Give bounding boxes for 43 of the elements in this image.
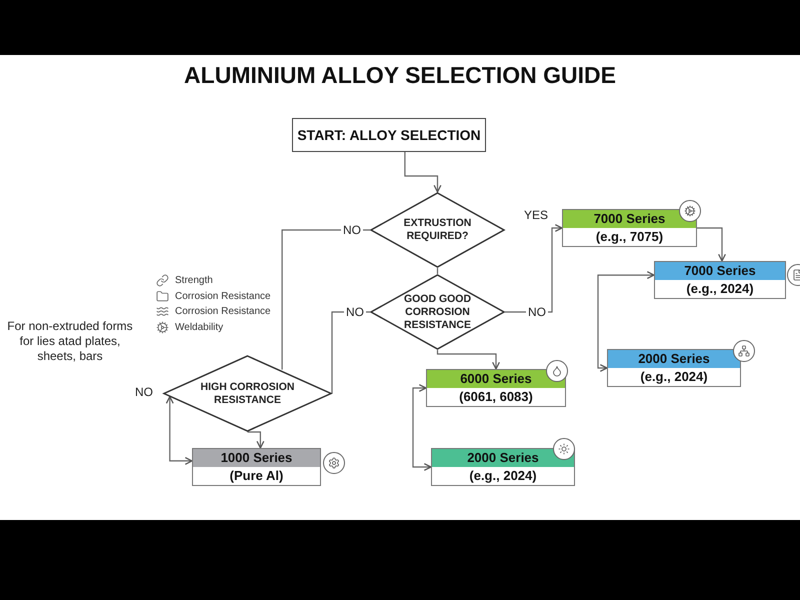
series-name: 1000 Series — [193, 449, 320, 467]
note-text: For non-extruded forms for lies atad plates, sheets, bars — [6, 319, 134, 364]
edge-label: NO — [526, 305, 548, 319]
series-example: (Pure Al) — [228, 467, 284, 485]
edge-label: NO — [341, 223, 363, 237]
series-box — [192, 448, 321, 486]
arrow — [248, 431, 264, 449]
series-example: (6061, 6083) — [458, 388, 534, 406]
connector-line — [282, 229, 370, 370]
arrow — [505, 224, 563, 313]
start-box: START: ALLOY SELECTION — [292, 118, 486, 152]
edge-label: NO — [344, 305, 366, 319]
series-box — [654, 261, 786, 299]
arrow — [412, 384, 432, 471]
series-box — [426, 369, 566, 407]
arrow — [597, 271, 655, 372]
series-name: 7000 Series — [563, 210, 696, 228]
arrow — [404, 152, 442, 193]
series-box — [562, 209, 697, 247]
decision-diamond: EXTRUSTION REQUIRED? — [370, 192, 505, 268]
legend-text: Corrosion Resistance — [175, 306, 271, 317]
series-example: (e.g., 2024) — [685, 280, 755, 298]
series-box — [607, 349, 741, 387]
arrow — [697, 227, 726, 262]
series-name: 6000 Series — [427, 370, 565, 388]
decision-diamond: GOOD GOOD CORROSION RESISTANCE — [370, 274, 505, 350]
legend-text: Weldability — [175, 322, 224, 332]
series-example: (e.g., 2024) — [639, 368, 709, 386]
series-name: 7000 Series — [655, 262, 785, 280]
series-example: (e.g., 7075) — [594, 228, 664, 246]
edge-label: NO — [133, 385, 155, 399]
branch-label: YES — [524, 208, 550, 223]
series-example: (e.g., 2024) — [468, 467, 538, 485]
decision-diamond: HIGH CORROSION RESISTANCE — [163, 355, 332, 432]
legend-text: Corrosion Resistance — [175, 290, 271, 302]
series-name: 2000 Series — [432, 449, 574, 467]
arrow — [166, 396, 193, 465]
series-box — [431, 448, 575, 486]
connector-line — [331, 311, 370, 394]
arrow — [436, 350, 500, 370]
title: ALUMINIUM ALLOY SELECTION GUIDE — [183, 62, 617, 89]
legend-text: Strength — [175, 275, 213, 286]
series-name: 2000 Series — [608, 350, 740, 368]
